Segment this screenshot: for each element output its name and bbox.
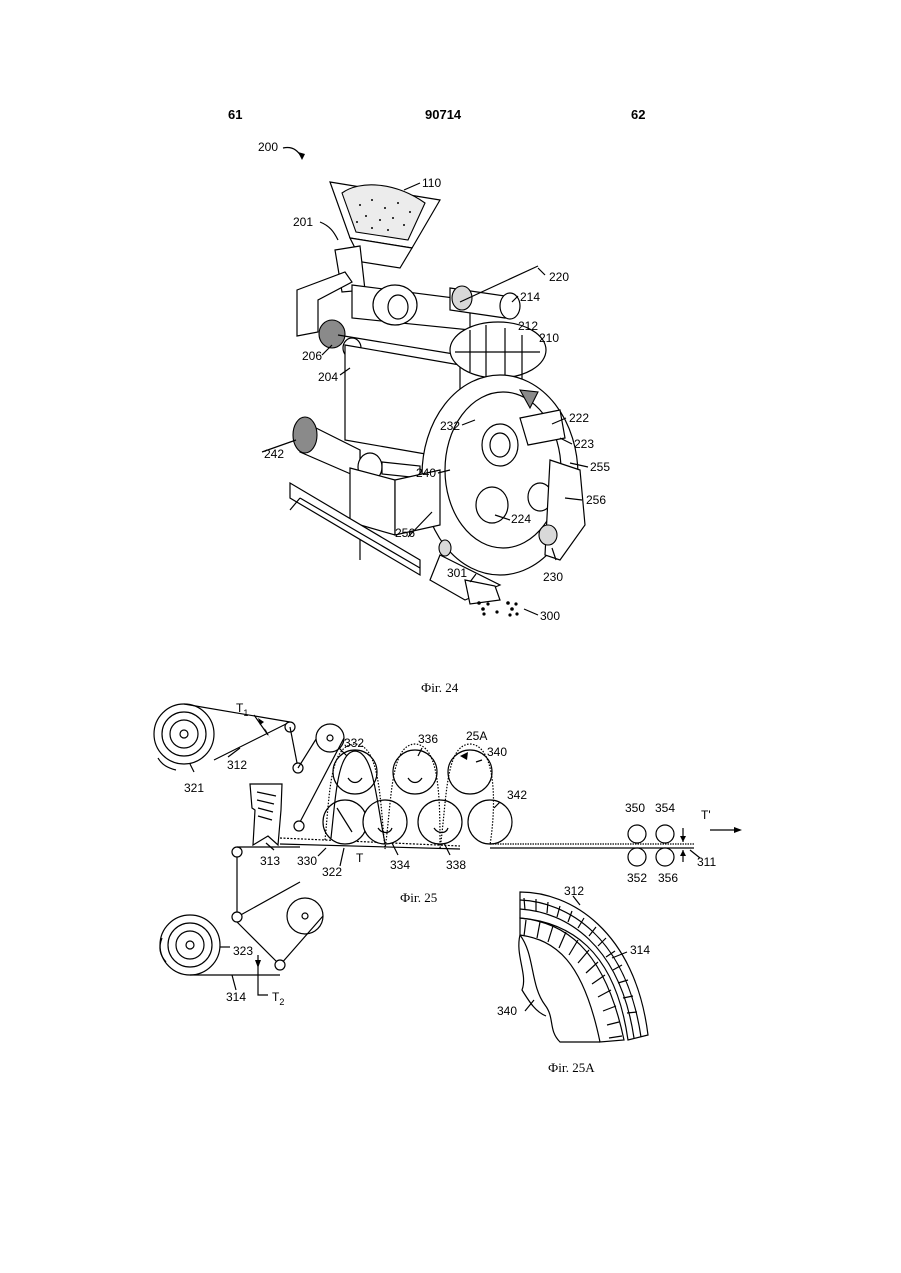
ref-25A: 25A	[466, 729, 487, 743]
ref-25a-312: 312	[564, 884, 584, 898]
ref-323: 323	[233, 944, 253, 958]
figure-24-caption: Фіг. 24	[421, 680, 458, 696]
ref-321: 321	[184, 781, 204, 795]
ref-214: 214	[520, 290, 540, 304]
ref-300: 300	[540, 609, 560, 623]
pellets	[477, 601, 518, 616]
ref-T1: T1	[236, 701, 248, 718]
ref-Tprime: T'	[701, 808, 711, 822]
ref-256-left: 256	[395, 526, 415, 540]
ref-352: 352	[627, 871, 647, 885]
ref-314: 314	[226, 990, 246, 1004]
ref-313: 313	[260, 854, 280, 868]
ref-201: 201	[293, 215, 313, 229]
ref-224: 224	[511, 512, 531, 526]
ref-312: 312	[227, 758, 247, 772]
ref-212: 212	[518, 319, 538, 333]
ref-356: 356	[658, 871, 678, 885]
figure-25-caption: Фіг. 25	[400, 890, 437, 906]
ref-350: 350	[625, 801, 645, 815]
ref-342: 342	[507, 788, 527, 802]
ref-T: T	[356, 851, 364, 865]
ref-336: 336	[418, 732, 438, 746]
figure-25a-caption: Фіг. 25A	[548, 1060, 595, 1076]
ref-311: 311	[697, 855, 716, 869]
ref-334: 334	[390, 858, 410, 872]
ref-200: 200	[258, 140, 278, 154]
detail-25a	[519, 892, 648, 1042]
ref-206: 206	[302, 349, 322, 363]
ref-110: 110	[422, 176, 441, 190]
ref-230: 230	[543, 570, 563, 584]
ref-210: 210	[539, 331, 559, 345]
ref-338: 338	[446, 858, 466, 872]
ref-330: 330	[297, 854, 317, 868]
ref-232: 232	[440, 419, 460, 433]
ref-240: 240	[416, 466, 436, 480]
ref-220: 220	[549, 270, 569, 284]
ref-25a-314: 314	[630, 943, 650, 957]
ref-354: 354	[655, 801, 675, 815]
ref-222: 222	[569, 411, 589, 425]
ref-322: 322	[322, 865, 342, 879]
ref-332: 332	[344, 736, 364, 750]
ref-T2: T2	[272, 990, 284, 1007]
ref-256-right: 256	[586, 493, 606, 507]
ref-340: 340	[487, 745, 507, 759]
ref-255: 255	[590, 460, 610, 474]
ref-223: 223	[574, 437, 594, 451]
ref-25a-340: 340	[497, 1004, 517, 1018]
ref-204: 204	[318, 370, 338, 384]
ref-242: 242	[264, 447, 284, 461]
ref-301: 301	[447, 566, 467, 580]
